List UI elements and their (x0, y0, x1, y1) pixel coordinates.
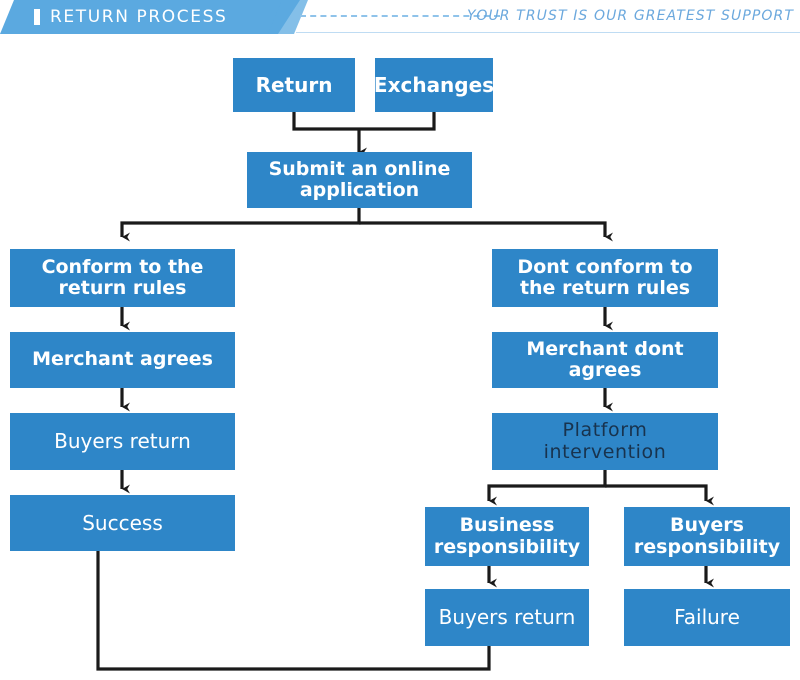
node-buyers-return-left[interactable]: Buyers return (10, 413, 235, 470)
node-merchant-dont-agrees[interactable]: Merchant dont agrees (492, 332, 718, 388)
flow-connectors (90, 112, 714, 671)
node-conform-to-return-rules[interactable]: Conform to the return rules (10, 249, 235, 307)
node-buyers-return-bottom[interactable]: Buyers return (425, 589, 589, 646)
node-dont-conform-to-return-rules[interactable]: Dont conform to the return rules (492, 249, 718, 307)
node-failure[interactable]: Failure (624, 589, 790, 646)
edge-platform-to-buyers-responsibility (605, 484, 714, 506)
edge-submit-to-dont-conform (359, 221, 613, 242)
return-process-flowchart: Return Exchanges Submit an online applic… (0, 34, 800, 680)
node-dont-conform-label: Dont conform to the return rules (517, 255, 693, 299)
edge-return-exchanges-merge (292, 112, 436, 131)
node-merchant-agrees-label: Merchant agrees (32, 348, 213, 371)
page-header: RETURN PROCESS YOUR TRUST IS OUR GREATES… (0, 0, 800, 34)
node-platform-intervention-label: Platform intervention (543, 419, 667, 463)
page-title: RETURN PROCESS (50, 7, 228, 27)
node-submit-application[interactable]: Submit an online application (247, 152, 472, 208)
node-business-responsibility-label: Business responsibility (433, 514, 581, 558)
node-buyers-responsibility-label: Buyers responsibility (633, 514, 781, 558)
node-merchant-dont-agrees-label: Merchant dont agrees (526, 337, 684, 381)
node-return-label: Return (255, 72, 333, 97)
node-submit-application-label: Submit an online application (268, 157, 451, 201)
header-underline (296, 32, 800, 33)
node-failure-label: Failure (674, 605, 740, 630)
node-merchant-agrees[interactable]: Merchant agrees (10, 332, 235, 388)
node-business-responsibility[interactable]: Business responsibility (425, 507, 589, 566)
edge-submit-to-conform (120, 208, 361, 242)
node-conform-label: Conform to the return rules (41, 255, 204, 299)
node-buyers-return-left-label: Buyers return (54, 429, 191, 454)
node-success-label: Success (82, 510, 163, 535)
node-success[interactable]: Success (10, 495, 235, 551)
edge-platform-to-business (487, 470, 607, 506)
node-buyers-return-bottom-label: Buyers return (438, 605, 576, 630)
header-banner (0, 0, 300, 34)
header-tagline: YOUR TRUST IS OUR GREATEST SUPPORT (466, 8, 794, 24)
node-return[interactable]: Return (233, 58, 355, 112)
node-platform-intervention[interactable]: Platform intervention (492, 413, 718, 470)
node-exchanges-label: Exchanges (373, 72, 495, 97)
vertical-bar-icon (34, 9, 40, 25)
node-buyers-responsibility[interactable]: Buyers responsibility (624, 507, 790, 566)
edge-feedback-to-success (90, 539, 491, 671)
node-exchanges[interactable]: Exchanges (373, 58, 495, 112)
header-dashed-rule (300, 15, 500, 17)
